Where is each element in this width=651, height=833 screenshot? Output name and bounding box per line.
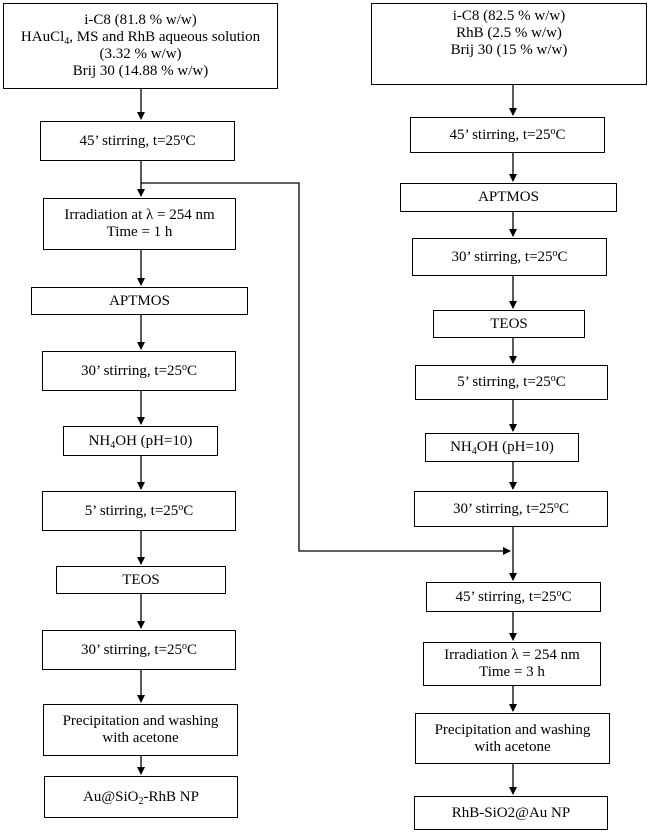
right-start-line2: RhB (2.5 % w/w) [456,25,562,41]
left-teos: TEOS [56,566,226,594]
left-aptmos: APTMOS [31,287,248,315]
right-irradiation-line1: Irradiation λ = 254 nm [444,647,580,663]
left-stirring-30-b: 30’ stirring, t=25oC [42,630,236,670]
left-irradiation: Irradiation at λ = 254 nm Time = 1 h [43,198,236,250]
right-stirring-45-b: 45’ stirring, t=25oC [426,582,601,612]
left-irradiation-line1: Irradiation at λ = 254 nm [64,207,215,223]
left-precip-line1: Precipitation and washing [62,713,219,729]
right-product: RhB-SiO2@Au NP [414,796,608,830]
left-nh4oh: NH4OH (pH=10) [63,426,218,456]
right-aptmos: APTMOS [400,183,617,212]
left-irradiation-line2: Time = 1 h [106,224,173,240]
right-nh4oh: NH4OH (pH=10) [425,433,579,462]
right-stirring-5: 5’ stirring, t=25oC [415,365,608,400]
right-stirring-30-a: 30’ stirring, t=25oC [412,238,607,276]
left-start-line3: (3.32 % w/w) [99,46,182,62]
right-precip-line1: Precipitation and washing [434,721,591,738]
left-product: Au@SiO2-RhB NP [44,776,238,818]
left-precip-line2: with acetone [102,730,179,746]
left-precipitation: Precipitation and washing with acetone [43,704,238,756]
right-irradiation: Irradiation λ = 254 nm Time = 3 h [423,642,601,686]
left-start-mixture: i-C8 (81.8 % w/w) HAuCl4, MS and RhB aqu… [3,3,278,89]
left-stirring-30-a: 30’ stirring, t=25oC [42,351,236,391]
right-teos: TEOS [433,310,585,338]
right-precip-line2: with acetone [474,738,551,755]
right-stirring-45-a: 45’ stirring, t=25oC [410,117,605,153]
right-irradiation-line2: Time = 3 h [479,664,545,680]
right-start-mixture: i-C8 (82.5 % w/w) RhB (2.5 % w/w) Brij 3… [371,3,647,85]
left-stirring-45: 45’ stirring, t=25oC [40,121,235,161]
right-stirring-30-b: 30’ stirring, t=25oC [414,491,608,527]
left-start-line4: Brij 30 (14.88 % w/w) [72,63,209,79]
left-stirring-5: 5’ stirring, t=25oC [42,491,236,531]
left-start-line2: HAuCl4, MS and RhB aqueous solution [20,29,261,47]
right-start-line3: Brij 30 (15 % w/w) [450,42,568,58]
right-start-line1: i-C8 (82.5 % w/w) [452,8,566,24]
left-start-line1: i-C8 (81.8 % w/w) [84,12,197,28]
right-precipitation: Precipitation and washing with acetone [415,713,610,764]
